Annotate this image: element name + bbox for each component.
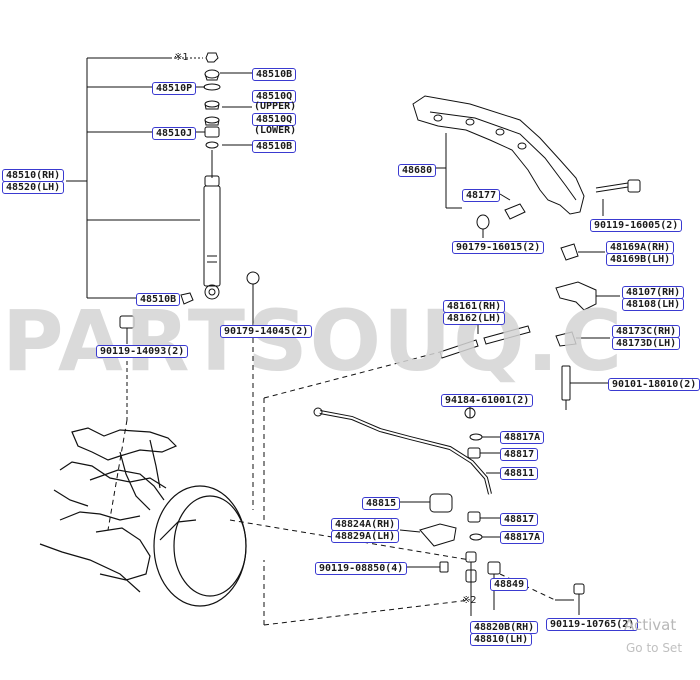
part-label-48811[interactable]: 48811 [500,467,539,480]
part-label-48510q-upper[interactable]: 48510Q [252,90,297,103]
bolt-lower-shock [119,315,135,420]
part-label-90119-08850[interactable]: 90119-08850(4) [315,562,408,575]
part-label-48817-low[interactable]: 48817 [500,513,539,526]
note-mark-1: ※1 [174,52,189,63]
bolt-link-lower [555,583,585,615]
part-label-48815[interactable]: 48815 [362,497,401,510]
part-label-48510b-low[interactable]: 48510B [136,293,181,306]
part-label-90119-10765[interactable]: 90119-10765(2) [546,618,639,631]
link-rod [400,551,501,616]
bracket-parts [555,243,620,410]
part-label-90179-14045[interactable]: 90179-14045(2) [220,325,313,338]
part-label-48817a-top[interactable]: 48817A [500,431,545,444]
part-label-48520-lh[interactable]: 48520(LH) [2,181,65,194]
part-label-90119-14093[interactable]: 90119-14093(2) [96,345,189,358]
part-label-90179-16015[interactable]: 90179-16015(2) [452,241,545,254]
part-label-48510j[interactable]: 48510J [152,127,197,140]
part-label-48849[interactable]: 48849 [490,578,529,591]
part-label-48820b-rh[interactable]: 48820B(RH) [470,621,539,634]
part-label-48177[interactable]: 48177 [462,189,501,202]
part-label-48173c-rh[interactable]: 48173C(RH) [612,325,681,338]
note-mark-2: ※2 [462,595,477,606]
frame-crossmember [412,95,585,215]
part-label-48829a-lh[interactable]: 48829A(LH) [331,530,400,543]
part-label-48108-lh[interactable]: 48108(LH) [622,298,685,311]
part-label-48810-lh[interactable]: 48810(LH) [470,633,533,646]
dashed-guides [107,320,556,626]
shock-absorber [180,160,260,320]
part-label-48510p[interactable]: 48510P [152,82,197,95]
watermark-text: PARTSOUQ.C [2,292,625,390]
lower-note: (LOWER) [254,125,297,136]
axle-wheel-assembly [39,427,247,607]
part-label-48510b-mid[interactable]: 48510B [252,140,297,153]
part-label-48510q-lower[interactable]: 48510Q [252,113,297,126]
part-label-48173d-lh[interactable]: 48173D(LH) [612,337,681,350]
activation-notice-link[interactable]: Go to Set [626,641,683,655]
part-label-48817a-low[interactable]: 48817A [500,531,545,544]
part-label-48162-lh[interactable]: 48162(LH) [443,312,506,325]
part-label-48680[interactable]: 48680 [398,164,437,177]
bolt-frame-upper [595,179,641,216]
part-label-90101-18010[interactable]: 90101-18010(2) [608,378,700,391]
bushing-parts [476,203,526,238]
part-label-90119-16005[interactable]: 90119-16005(2) [590,219,683,232]
mount-parts-stack [203,52,221,160]
part-label-48817-top[interactable]: 48817 [500,448,539,461]
stabilizer-bushings [399,404,500,547]
upper-note: (UPPER) [254,101,297,112]
part-label-48169b-lh[interactable]: 48169B(LH) [606,253,675,266]
stabilizer-bar [313,407,500,495]
shock-bracket-lines [66,57,252,299]
activation-notice-title: Activat [624,616,677,634]
part-label-94184-61001[interactable]: 94184-61001(2) [441,394,534,407]
part-label-48510b-top[interactable]: 48510B [252,68,297,81]
